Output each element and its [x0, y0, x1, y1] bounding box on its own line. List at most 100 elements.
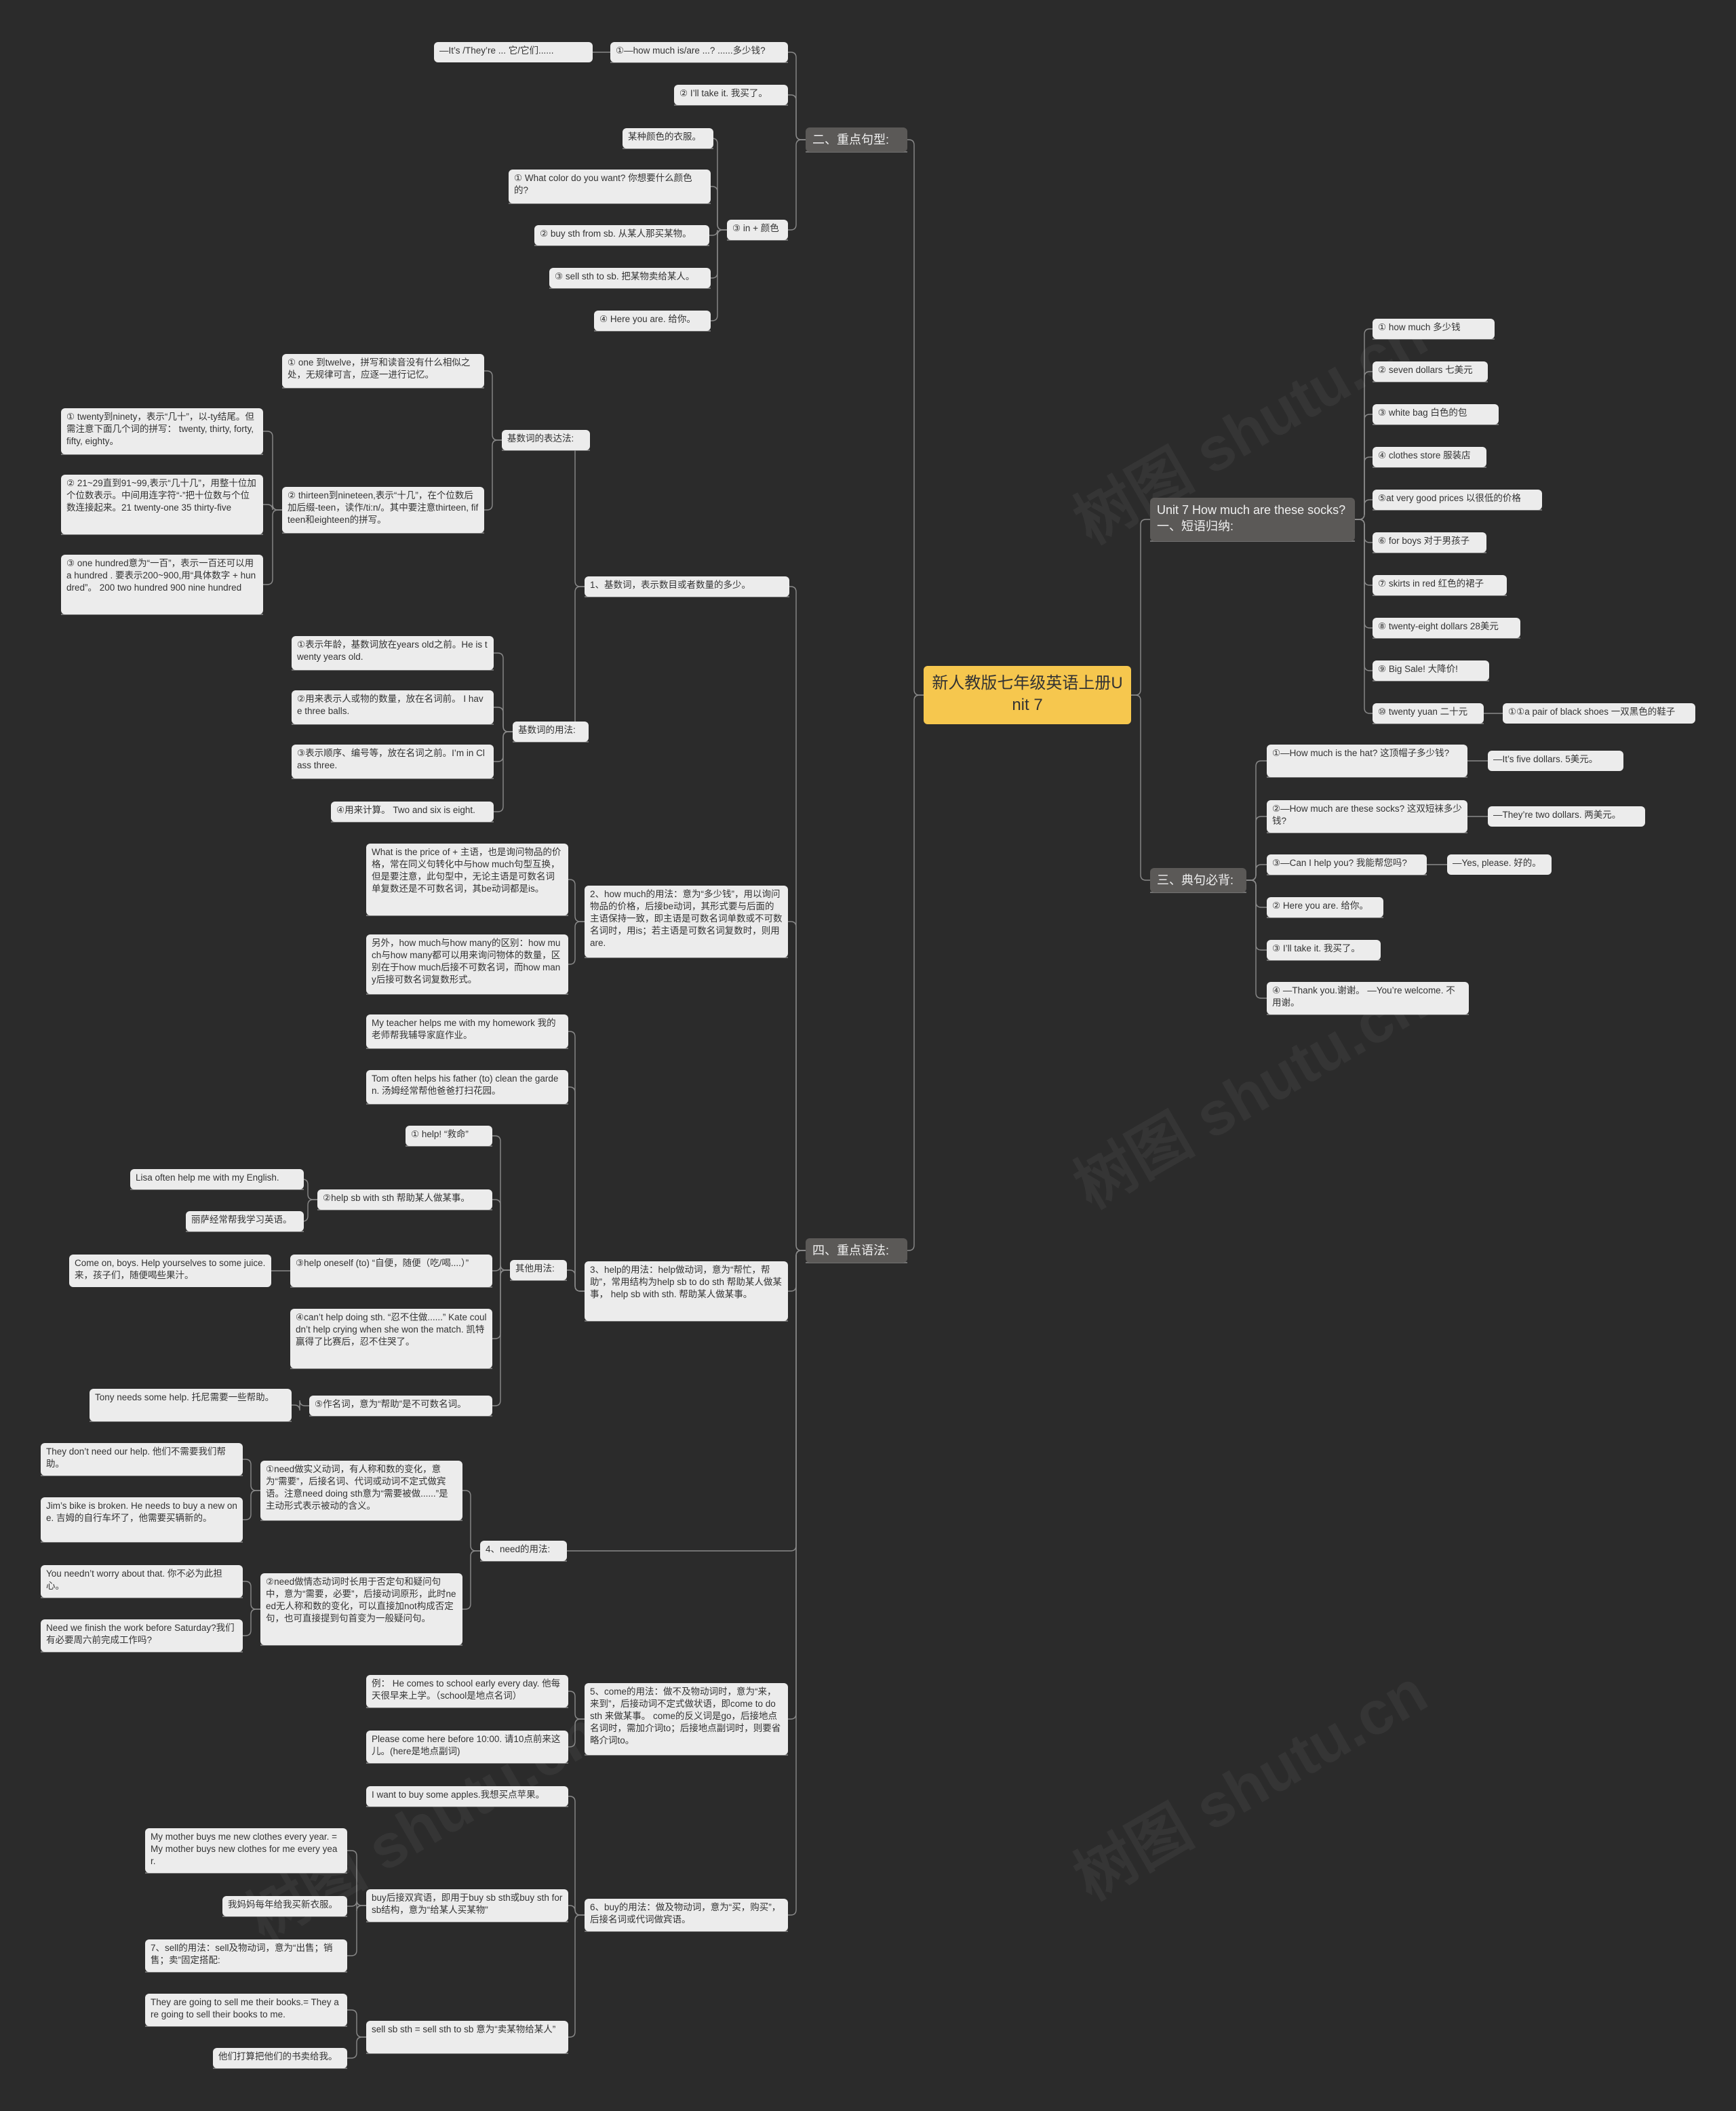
cardinal-usage-item[interactable]: ④用来计算。 Two and six is eight. [331, 802, 494, 822]
sentence-item[interactable]: ③ I’ll take it. 我买了。 [1267, 940, 1381, 960]
help-usage-item[interactable]: ④can’t help doing sth. “忍不住做......” Kate… [290, 1309, 492, 1368]
buy-example[interactable]: 我妈妈每年给我买新衣服。 [222, 1896, 347, 1916]
phrase-item[interactable]: ⑥ for boys 对于男孩子 [1373, 532, 1486, 553]
pattern-item[interactable]: ② I’ll take it. 我买了。 [674, 85, 788, 105]
sell-structure[interactable]: sell sb sth = sell sth to sb 意为“卖某物给某人” [366, 2021, 568, 2053]
grammar-2[interactable]: 2、how much的用法：意为“多少钱”，用以询问物品的价格，后接be动词，其… [585, 886, 788, 958]
help-usage-item[interactable]: ②help sb with sth 帮助某人做某事。 [317, 1189, 492, 1210]
phrase-item[interactable]: ①①a pair of black shoes 一双黑色的鞋子 [1503, 703, 1695, 724]
connector-line [1355, 456, 1373, 520]
phrases-title[interactable]: Unit 7 How much are these socks?一、短语归纳: [1150, 498, 1355, 541]
pattern-detail[interactable]: ③ sell sth to sb. 把某物卖给某人。 [549, 268, 711, 288]
help-usage-example[interactable]: 丽萨经常帮我学习英语。 [186, 1211, 304, 1231]
buy-example[interactable]: My mother buys me new clothes every year… [145, 1828, 347, 1873]
cardinal-rule[interactable]: ② thirteen到nineteen,表示“十几”，在个位数后加后缀-teen… [282, 487, 484, 533]
cardinal-rule[interactable]: ① one 到twelve，拼写和读音没有什么相似之处，无规律可言，应逐一进行记… [282, 354, 484, 388]
phrase-item[interactable]: ⑦ skirts in red 红色的裙子 [1373, 575, 1507, 595]
grammar-1[interactable]: 1、基数词，表示数目或者数量的多少。 [585, 576, 789, 597]
connector-line [1355, 519, 1373, 629]
pattern-item[interactable]: ①—how much is/are ...? ......多少钱? [610, 42, 788, 62]
pattern-detail[interactable]: ② buy sth from sb. 从某人那买某物。 [534, 225, 709, 245]
connector-line [1355, 371, 1373, 520]
sentence-item[interactable]: ②—How much are these socks? 这双短袜多少钱? [1267, 800, 1467, 833]
help-usage-item[interactable]: ⑤作名词，意为“帮助”是不可数名词。 [309, 1396, 492, 1416]
need-usage[interactable]: ①need做实义动词，有人称和数的变化，意为“需要”，后接名词、代词或动词不定式… [260, 1461, 462, 1520]
grammar-3[interactable]: 3、help的用法：help做动词，意为“帮忙，帮助”，常用结构为help sb… [585, 1261, 788, 1321]
connector-line [492, 1269, 510, 1406]
sell-example[interactable]: 他们打算把他们的书卖给我。 [213, 2048, 347, 2068]
connector-line [1355, 499, 1373, 520]
pattern-answer[interactable]: —It’s /They’re ... 它/它们...... [434, 42, 593, 62]
phrase-item[interactable]: ④ clothes store 服装店 [1373, 447, 1486, 467]
connector-line [711, 229, 727, 279]
connector-line [568, 1691, 585, 1720]
connector-line [711, 138, 727, 231]
phrase-item[interactable]: ⑧ twenty-eight dollars 28美元 [1373, 618, 1520, 638]
buy-double-object[interactable]: buy后接双宾语，即用于buy sb sth或buy sth for sb结构，… [366, 1889, 568, 1922]
connector-line [1355, 328, 1373, 520]
phrase-item[interactable]: ⑩ twenty yuan 二十元 [1373, 703, 1484, 724]
connector-line [789, 586, 806, 1251]
cardinal-usage-item[interactable]: ①表示年龄，基数词放在years old之前。He is twenty year… [292, 636, 494, 670]
connector-line [568, 1796, 585, 1916]
need-example[interactable]: Need we finish the work before Saturday?… [41, 1619, 243, 1652]
help-usage-example[interactable]: Tony needs some help. 托尼需要一些帮助。 [90, 1389, 292, 1421]
cardinal-expression[interactable]: 基数词的表达法: [502, 430, 590, 450]
sentence-item[interactable]: ①—How much is the hat? 这顶帽子多少钱? [1267, 745, 1467, 777]
sentence-answer[interactable]: —It’s five dollars. 5美元。 [1488, 751, 1623, 771]
how-much-note[interactable]: 另外，how much与how many的区别：how much与how man… [366, 934, 568, 994]
pattern-item[interactable]: ③ in + 颜色 [727, 220, 788, 240]
phrase-item[interactable]: ⑤at very good prices 以很低的价格 [1373, 490, 1542, 510]
phrase-item[interactable]: ① how much 多少钱 [1373, 319, 1495, 339]
connector-line [568, 879, 585, 922]
sell-usage[interactable]: 7、sell的用法：sell及物动词，意为“出售；销售；卖”固定搭配: [145, 1939, 347, 1972]
phrase-item[interactable]: ⑨ Big Sale! 大降价! [1373, 660, 1489, 681]
cardinal-rule-detail[interactable]: ③ one hundred意为“一百”，表示一百还可以用 a hundred .… [61, 555, 263, 614]
grammar-6[interactable]: 6、buy的用法：做及物动词，意为“买，购买”，后接名词或代词做宾语。 [585, 1899, 788, 1931]
cardinal-usage-item[interactable]: ③表示顺序、编号等，放在名词之前。I’m in Class three. [292, 745, 494, 778]
cardinal-usage-item[interactable]: ②用来表示人或物的数量，放在名词前。 I have three balls. [292, 690, 494, 724]
connector-line [494, 707, 513, 732]
phrase-item[interactable]: ③ white bag 白色的包 [1373, 404, 1499, 425]
help-usage-item[interactable]: ③help oneself (to) “自便，随便（吃/喝....）” [290, 1255, 492, 1287]
help-other-usage[interactable]: 其他用法: [510, 1260, 567, 1280]
sentence-item[interactable]: ② Here you are. 给你。 [1267, 897, 1383, 918]
grammar-5[interactable]: 5、come的用法：做不及物动词时，意为“来，来到”，后接动词不定式做状语，即c… [585, 1683, 788, 1755]
sentences-title[interactable]: 三、典句必背: [1150, 868, 1246, 892]
sentence-item[interactable]: ③—Can I help you? 我能帮您吗? [1267, 854, 1427, 875]
come-example[interactable]: Please come here before 10:00. 请10点前来这儿。… [366, 1731, 568, 1763]
cardinal-rule-detail[interactable]: ② 21~29直到91~99,表示“几十几”，用整十位加个位数表示。中间用连字符… [61, 475, 263, 534]
cardinal-usage[interactable]: 基数词的用法: [513, 722, 589, 742]
help-example[interactable]: My teacher helps me with my homework 我的老… [366, 1014, 568, 1048]
help-usage-example[interactable]: Come on, boys. Help yourselves to some j… [69, 1255, 271, 1287]
pattern-detail[interactable]: ④ Here you are. 给你。 [594, 311, 711, 331]
help-usage-example[interactable]: Lisa often help me with my English. [130, 1169, 304, 1189]
connector-line [302, 1199, 317, 1222]
grammar-4[interactable]: 4、need的用法: [480, 1541, 567, 1561]
root-topic[interactable]: 新人教版七年级英语上册Unit 7 [924, 666, 1131, 724]
help-example[interactable]: Tom often helps his father (to) clean th… [366, 1070, 568, 1104]
pattern-detail[interactable]: 某种颜色的衣服。 [623, 128, 713, 149]
how-much-note[interactable]: What is the price of + 主语，也是询问物品的价格，常在同义… [366, 844, 568, 915]
connector-line [711, 229, 727, 321]
need-example[interactable]: They don’t need our help. 他们不需要我们帮助。 [41, 1443, 243, 1476]
come-example[interactable]: 例： He comes to school early every day. 他… [366, 1675, 568, 1708]
section-2-title[interactable]: 二、重点句型: [806, 127, 907, 152]
sentence-item[interactable]: ④ —Thank you.谢谢。 —You’re welcome. 不用谢。 [1267, 982, 1469, 1014]
sentence-answer[interactable]: —Yes, please. 好的。 [1447, 854, 1552, 875]
connector-line [568, 1905, 585, 1916]
help-usage-item[interactable]: ① help! “救命” [406, 1126, 492, 1146]
phrase-item[interactable]: ② seven dollars 七美元 [1373, 361, 1488, 382]
need-example[interactable]: Jim’s bike is broken. He needs to buy a … [41, 1497, 243, 1542]
need-example[interactable]: You needn’t worry about that. 你不必为此担心。 [41, 1565, 243, 1598]
section-4-title[interactable]: 四、重点语法: [806, 1238, 907, 1263]
buy-example[interactable]: I want to buy some apples.我想买点苹果。 [366, 1786, 568, 1807]
connector-line [788, 52, 806, 140]
sentence-answer[interactable]: —They’re two dollars. 两美元。 [1488, 806, 1645, 827]
need-usage[interactable]: ②need做情态动词时长用于否定句和疑问句中，意为“需要，必要”，后接动词原形，… [260, 1573, 462, 1645]
cardinal-rule-detail[interactable]: ① twenty到ninety，表示“几十”，以-ty结尾。但需注意下面几个词的… [61, 408, 263, 454]
connector-line [292, 1400, 309, 1411]
sell-example[interactable]: They are going to sell me their books.= … [145, 1994, 347, 2026]
pattern-detail[interactable]: ① What color do you want? 你想要什么颜色的? [509, 170, 711, 203]
connector-line [569, 586, 589, 732]
